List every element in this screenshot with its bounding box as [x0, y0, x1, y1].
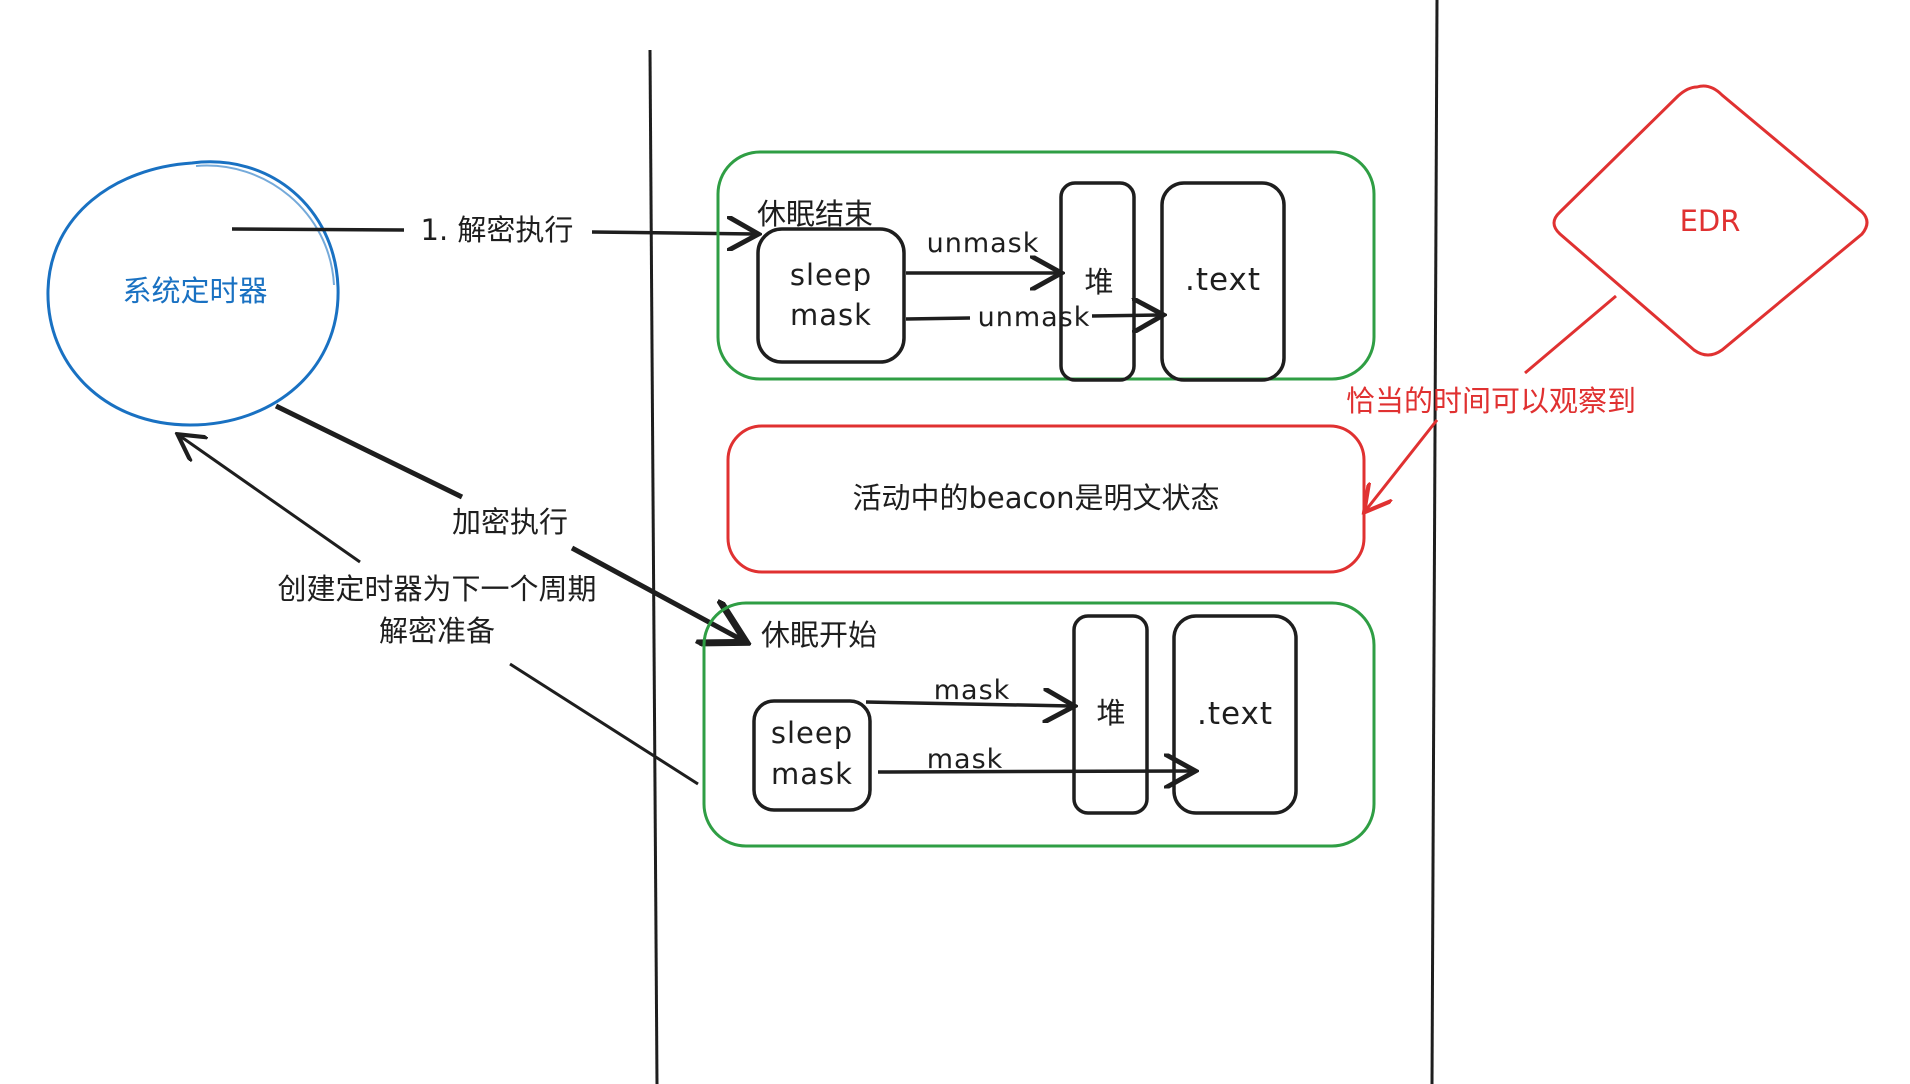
- decrypt-exec-edge: 1. 解密执行: [231, 213, 755, 247]
- create-timer-edge: 创建定时器为下一个周期 解密准备: [180, 436, 699, 786]
- edr-observe-label: 恰当的时间可以观察到: [1346, 384, 1636, 418]
- mask-heap-arrow: [865, 702, 1071, 706]
- text-box-end: [1160, 181, 1286, 382]
- system-timer-node: 系统定时器: [46, 160, 340, 427]
- sleep-mask-box-end: [756, 227, 906, 364]
- create-timer-arrow-top: [180, 436, 361, 564]
- create-timer-label-line1: 创建定时器为下一个周期: [277, 572, 596, 606]
- edr-observe-arrow-bottom: [1366, 419, 1439, 510]
- encrypt-exec-label: 加密执行: [452, 505, 568, 539]
- sleep-end-container: [716, 150, 1376, 381]
- encrypt-exec-arrow-bottom: [570, 545, 742, 640]
- edr-observe-edge: 恰当的时间可以观察到: [1346, 294, 1636, 510]
- text-start-label: .text: [1197, 696, 1273, 732]
- beacon-label: 活动中的beacon是明文状态: [852, 481, 1219, 515]
- mask-text-label: mask: [927, 744, 1004, 775]
- create-timer-arrow-bottom: [509, 662, 699, 786]
- right-divider-line: [1430, 0, 1439, 1084]
- sleep-mask-start-line2: mask: [771, 757, 853, 791]
- encrypt-exec-edge: 加密执行: [274, 403, 742, 640]
- unmask-text-arrow: [905, 316, 971, 321]
- sleep-mask-end-line1: sleep: [790, 258, 872, 292]
- text-end-label: .text: [1185, 262, 1261, 298]
- encrypt-exec-arrow-top: [274, 403, 464, 500]
- unmask-text-label: unmask: [978, 302, 1091, 333]
- beacon-group: 活动中的beacon是明文状态: [726, 424, 1366, 574]
- heap-end-label: 堆: [1084, 265, 1113, 299]
- heap-start-label: 堆: [1096, 696, 1125, 730]
- edr-label: EDR: [1680, 204, 1741, 238]
- text-box-start: [1172, 614, 1298, 815]
- system-timer-label: 系统定时器: [122, 274, 267, 308]
- system-timer-circle: [46, 160, 340, 427]
- edr-node: EDR: [1552, 84, 1869, 357]
- sleep-mask-end-line2: mask: [790, 298, 872, 332]
- mask-heap-label: mask: [934, 675, 1011, 706]
- create-timer-label-line2: 解密准备: [379, 614, 495, 648]
- mask-text-arrow: [877, 771, 1192, 772]
- decrypt-exec-label: 1. 解密执行: [421, 213, 574, 247]
- edr-observe-arrow-top: [1524, 294, 1617, 375]
- sleep-mask-box-start: [752, 699, 872, 812]
- sleep-end-title: 休眠结束: [757, 197, 873, 231]
- edr-diamond: [1552, 84, 1869, 357]
- sleep-end-group: 休眠结束 sleep mask 堆 .text unmask unmask: [716, 150, 1376, 382]
- sleep-start-group: 休眠开始 sleep mask 堆 .text mask mask: [702, 601, 1376, 848]
- sleep-mask-start-line1: sleep: [771, 716, 853, 750]
- sleep-start-container: [702, 601, 1376, 848]
- decrypt-exec-arrow: [231, 227, 405, 232]
- left-divider-line: [648, 49, 659, 1084]
- unmask-heap-label: unmask: [927, 228, 1040, 259]
- sleep-start-title: 休眠开始: [761, 618, 877, 652]
